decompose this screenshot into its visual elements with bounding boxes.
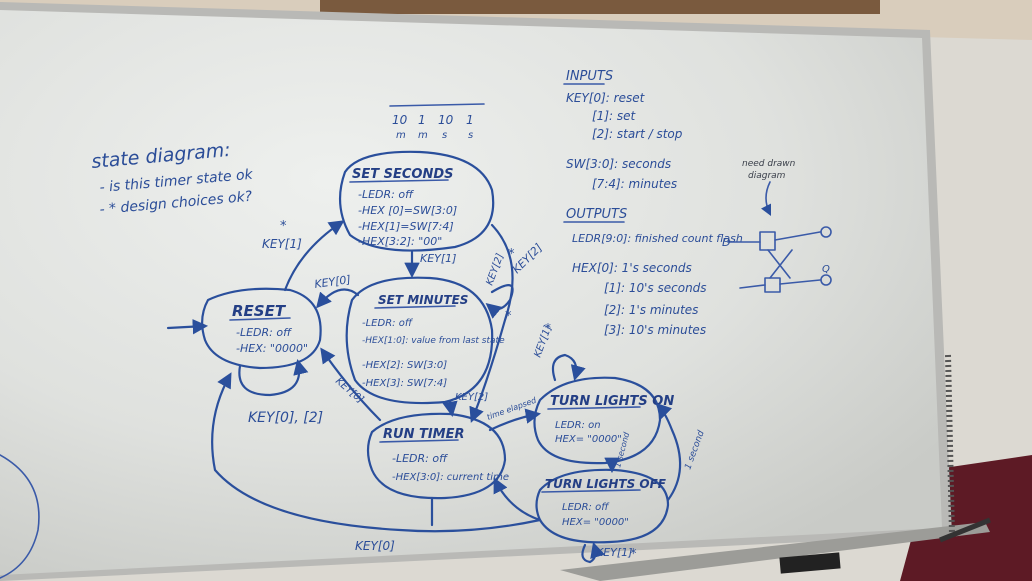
- circuit-sketch: need drawn diagram D Q: [722, 159, 832, 293]
- col-3-bottom: s: [442, 130, 447, 141]
- col-2-bottom: m: [418, 130, 428, 141]
- label-key1-bottom: KEY[1]: [596, 546, 632, 559]
- col-4-top: 1: [466, 113, 474, 127]
- transitions: [166, 220, 682, 564]
- output-line: [3]: 10's minutes: [604, 323, 706, 337]
- state-line: -LEDR: off: [362, 318, 414, 329]
- arrow-entry-reset: [166, 318, 209, 335]
- hex-display-columns: 10 m 1 m 10 s 1 s: [389, 103, 485, 141]
- state-line: -HEX[3]: SW[7:4]: [362, 378, 447, 389]
- state-reset: RESET -LEDR: off -HEX: "0000": [201, 287, 322, 370]
- state-set-seconds: SET SECONDS -LEDR: off -HEX [0]=SW[3:0] …: [338, 150, 495, 252]
- state-title: TURN LIGHTS OFF: [545, 477, 667, 491]
- state-title: SET SECONDS: [352, 167, 454, 182]
- arrow-runtimer-to-lightson: [488, 408, 542, 432]
- arrow-setseconds-to-runtimer: [469, 223, 514, 423]
- state-line: -HEX[3:2]: "00": [358, 235, 442, 248]
- label-key1-top: KEY[1]: [262, 237, 302, 251]
- input-line: SW[3:0]: seconds: [566, 157, 671, 171]
- star-mark: *: [630, 547, 637, 562]
- state-title: TURN LIGHTS ON: [550, 394, 674, 409]
- top-wood-strip: [320, 0, 880, 14]
- output-line: [2]: 1's minutes: [604, 303, 698, 317]
- arrow-runtimer-to-reset: [320, 347, 382, 422]
- state-line: LEDR: on: [555, 420, 601, 431]
- state-line: -LEDR: off: [236, 326, 292, 339]
- partial-circle: [0, 454, 40, 579]
- output-line: [1]: 10's seconds: [604, 281, 707, 295]
- state-turn-lights-on: TURN LIGHTS ON LEDR: on HEX= "0000": [533, 376, 674, 465]
- outputs-title: OUTPUTS: [566, 207, 627, 222]
- state-line: -HEX: "0000": [236, 342, 308, 355]
- arrow-bottom-to-reset: [211, 372, 542, 533]
- col-3-top: 10: [438, 113, 454, 127]
- arrow-lightsoff-to-lightson: [655, 402, 682, 502]
- loop-reset: [238, 359, 309, 397]
- star-mark: *: [508, 247, 515, 262]
- col-1-bottom: m: [396, 130, 406, 141]
- state-line: HEX= "0000": [562, 517, 629, 528]
- star-mark: *: [505, 309, 512, 324]
- circuit-q: Q: [822, 264, 830, 275]
- arrow-setminutes-to-runtimer: [442, 400, 458, 418]
- state-line: -HEX[1:0]: value from last state: [362, 336, 505, 346]
- output-line: LEDR[9:0]: finished count flash: [572, 232, 743, 245]
- state-line: LEDR: off: [562, 502, 610, 513]
- loop-lightson: [551, 353, 586, 382]
- state-title: RESET: [232, 302, 287, 320]
- state-line: -HEX[2]: SW[3:0]: [362, 360, 447, 371]
- label-key0-bottom: KEY[0]: [355, 539, 395, 553]
- state-line: -HEX[1]=SW[7:4]: [358, 220, 454, 233]
- notes-top-left: state diagram: - is this timer state ok …: [91, 139, 255, 218]
- circuit-d: D: [722, 236, 730, 249]
- output-line: HEX[0]: 1's seconds: [572, 261, 692, 275]
- marker-eraser: [779, 552, 841, 574]
- input-line: KEY[0]: reset: [566, 91, 646, 105]
- arrow-lightsoff-to-runtimer: [493, 477, 542, 522]
- input-line: [7:4]: minutes: [592, 177, 677, 191]
- label-reset-loop: KEY[0], [2]: [248, 410, 323, 426]
- arrow-reset-to-setseconds: [283, 220, 345, 292]
- label-key2-runtimer: KEY[2]: [455, 392, 488, 403]
- circuit-note-2: diagram: [748, 171, 786, 181]
- state-title: RUN TIMER: [383, 427, 465, 442]
- label-key0-reset: KEY[0]: [314, 273, 352, 291]
- state-line: -HEX[3:0]: current time: [392, 472, 509, 483]
- col-2-top: 1: [418, 113, 426, 127]
- input-line: [1]: set: [592, 109, 636, 123]
- coiled-cord: [939, 354, 991, 543]
- star-mark: *: [545, 321, 551, 335]
- state-line: HEX= "0000": [555, 434, 622, 445]
- input-line: [2]: start / stop: [592, 127, 683, 141]
- inputs-block: INPUTS KEY[0]: reset [1]: set [2]: start…: [563, 69, 683, 191]
- col-4-bottom: s: [468, 130, 473, 141]
- state-line: -HEX [0]=SW[3:0]: [358, 204, 457, 217]
- star-mark: *: [280, 219, 287, 234]
- circuit-note-1: need drawn: [742, 159, 796, 169]
- loop-lightsoff: [581, 542, 605, 564]
- arrow-setminutes-to-reset: [316, 288, 360, 309]
- inputs-title: INPUTS: [566, 69, 613, 84]
- marker-tray: [560, 522, 990, 581]
- state-title: SET MINUTES: [378, 293, 468, 307]
- state-line: -LEDR: off: [392, 452, 448, 465]
- state-run-timer: RUN TIMER -LEDR: off -HEX[3:0]: current …: [366, 412, 509, 500]
- state-set-minutes: SET MINUTES -LEDR: off -HEX[1:0]: value …: [345, 276, 505, 405]
- state-line: -LEDR: off: [358, 188, 414, 201]
- col-1-top: 10: [392, 113, 408, 127]
- outputs-block: OUTPUTS LEDR[9:0]: finished count flash …: [563, 207, 743, 337]
- label-key1-mid: KEY[1]: [420, 252, 456, 265]
